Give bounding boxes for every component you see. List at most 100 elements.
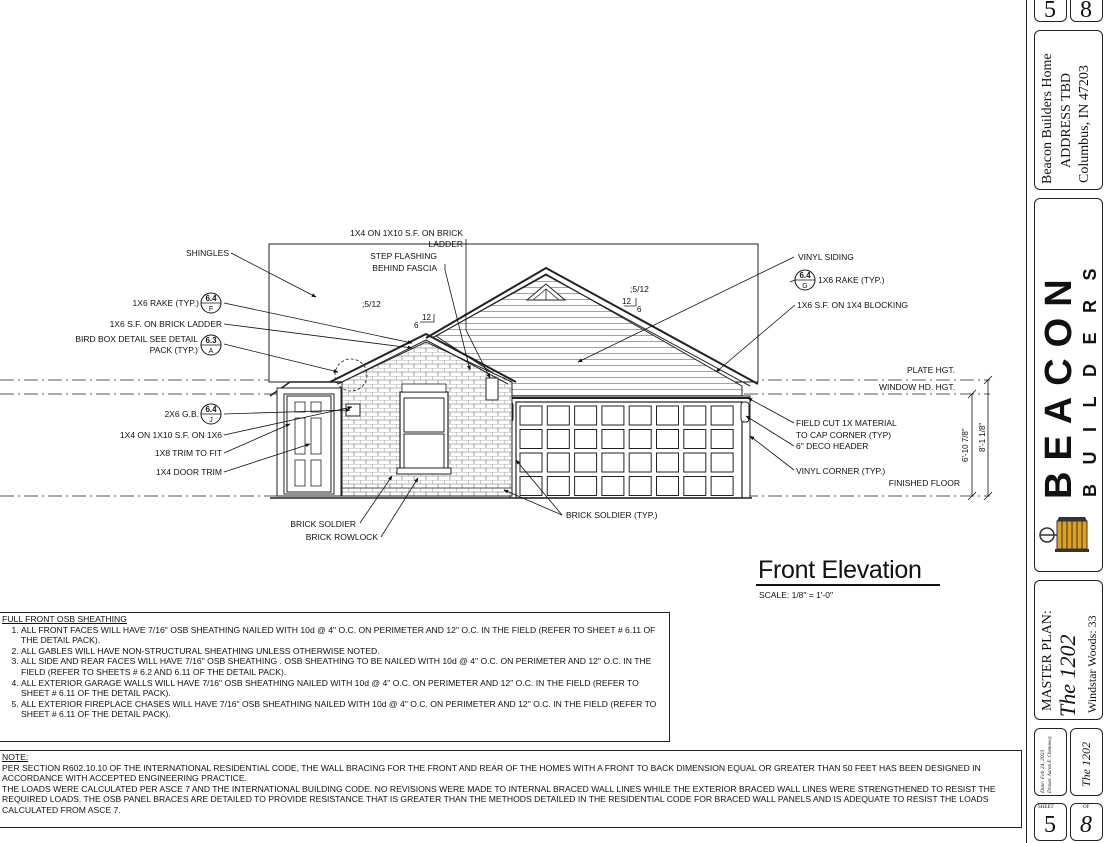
callout-vinyl-siding: VINYL SIDING bbox=[798, 252, 854, 262]
svg-text:F: F bbox=[209, 306, 213, 313]
garage-panel bbox=[710, 476, 734, 496]
garage-panel bbox=[546, 429, 570, 449]
pitch-label: ;5/12 bbox=[362, 299, 381, 309]
garage-panel bbox=[574, 476, 598, 496]
title-underline bbox=[756, 584, 940, 586]
pitch-run: 6 bbox=[637, 305, 642, 314]
garage-panel bbox=[574, 405, 598, 426]
callout-field-cut: TO CAP CORNER (TYP) bbox=[796, 430, 891, 440]
garage-panel bbox=[546, 452, 570, 473]
garage-panel bbox=[601, 476, 625, 496]
plan-short-name: The 1202 bbox=[1079, 742, 1093, 787]
plan-community: Windstar Woods: 33 bbox=[1085, 615, 1099, 713]
pitch-rise: 12 bbox=[622, 297, 631, 306]
drawing-date: Date: Feb 24, 2023 bbox=[1040, 749, 1046, 793]
callout-gable-beam: 2X6 G.B. bbox=[165, 409, 200, 419]
pitch-markers bbox=[420, 298, 637, 323]
callout-bird-box: PACK (TYP.) bbox=[150, 345, 199, 355]
wall-bracing-note: NOTE: PER SECTION R602.10.10 OF THE INTE… bbox=[0, 750, 1022, 828]
bracing-paragraph: PER SECTION R602.10.10 OF THE INTERNATIO… bbox=[2, 762, 981, 784]
garage-door-panels bbox=[519, 405, 734, 496]
logo-word: BEACON bbox=[1038, 268, 1080, 499]
callout-rake: 1X6 RAKE (TYP.) bbox=[818, 275, 885, 285]
garage-panel bbox=[683, 476, 707, 496]
garage-panel bbox=[656, 429, 679, 449]
osb-note-item: ALL EXTERIOR FIREPLACE CHASES WILL HAVE … bbox=[21, 699, 665, 720]
callout-labels: SHINGLES 1X6 RAKE (TYP.) 1X6 S.F. ON BRI… bbox=[75, 228, 960, 542]
sheet-total-box: 8 bbox=[1070, 0, 1103, 23]
garage-panel bbox=[656, 405, 679, 426]
svg-text:A: A bbox=[209, 348, 214, 355]
sheet-label: SHEET bbox=[1038, 805, 1054, 810]
project-address: ADDRESS TBD bbox=[1059, 72, 1074, 168]
detail-tag: 6.4 G bbox=[794, 269, 816, 291]
drawing-title: Front Elevation bbox=[758, 556, 922, 584]
garage-panel bbox=[656, 452, 679, 473]
callout-blocking: 1X6 S.F. ON 1X4 BLOCKING bbox=[797, 300, 908, 310]
garage-panel bbox=[683, 452, 707, 473]
garage-panel bbox=[683, 429, 707, 449]
callout-trim-fit: 1X8 TRIM TO FIT bbox=[155, 448, 222, 458]
level-lines bbox=[0, 379, 990, 497]
callout-brick-soldier: BRICK SOLDIER bbox=[290, 519, 356, 529]
callout-trim: 1X4 ON 1X10 S.F. ON 1X6 bbox=[120, 430, 222, 440]
project-city: Columbus, IN 47203 bbox=[1077, 65, 1092, 183]
brick-wing bbox=[329, 332, 517, 497]
sheet-number: 5 bbox=[1044, 0, 1056, 23]
callout-step-flashing: STEP FLASHING bbox=[370, 251, 437, 261]
callout-brick-ladder-top: LADDER bbox=[429, 239, 463, 249]
garage-panel bbox=[601, 405, 625, 426]
garage-panel bbox=[519, 405, 543, 426]
title-block-border bbox=[1026, 0, 1027, 843]
sheet-total-box: OF 8 bbox=[1070, 803, 1103, 841]
date-box: Date: Feb 24, 2023 Drawn: Aaron E. Cheno… bbox=[1034, 728, 1067, 796]
garage-panel bbox=[628, 405, 652, 426]
pitch-run: 6 bbox=[414, 321, 419, 330]
plan-label: MASTER PLAN: bbox=[1040, 610, 1055, 711]
osb-note-item: ALL EXTERIOR GARAGE WALLS WILL HAVE 7/16… bbox=[21, 678, 665, 699]
plan-short-box: The 1202 bbox=[1070, 728, 1103, 796]
dimension-plate-height: 8'-1 1/8" bbox=[978, 423, 987, 452]
lighthouse-icon bbox=[1039, 517, 1089, 552]
osb-sheathing-notes: FULL FRONT OSB SHEATHING ALL FRONT FACES… bbox=[0, 612, 670, 742]
garage-panel bbox=[628, 476, 652, 496]
callout-brick-rowlock: BRICK ROWLOCK bbox=[306, 532, 379, 542]
plan-name: The 1202 bbox=[1055, 634, 1080, 718]
project-info-box: Beacon Builders Home ADDRESS TBD Columbu… bbox=[1034, 30, 1103, 190]
detail-tag: 6.3 A bbox=[200, 334, 222, 356]
garage-panel bbox=[546, 476, 570, 496]
logo-sub: BUILDERS bbox=[1080, 249, 1100, 497]
osb-notes-header: FULL FRONT OSB SHEATHING bbox=[2, 614, 127, 624]
garage-panel bbox=[628, 429, 652, 449]
logo-box: BEACON BUILDERS bbox=[1034, 198, 1103, 572]
garage-panel bbox=[710, 429, 734, 449]
sheet-number: 5 bbox=[1044, 812, 1056, 838]
garage-panel bbox=[710, 405, 734, 426]
callout-deco-header: 6" DECO HEADER bbox=[796, 441, 868, 451]
detail-tag: 6.4 F bbox=[200, 292, 222, 314]
drawing-scale: SCALE: 1/8" = 1'-0" bbox=[759, 590, 834, 600]
bracing-paragraph: THE LOADS WERE CALCULATED PER ASCE 7 AND… bbox=[2, 783, 996, 815]
callout-brick-ladder: 1X6 S.F. ON BRICK LADDER bbox=[110, 319, 222, 329]
garage-panel bbox=[519, 476, 543, 496]
svg-text:6.4: 6.4 bbox=[205, 405, 217, 414]
drawn-by: Drawn: Aaron E. Chenoway bbox=[1048, 736, 1053, 793]
callout-brick-ladder-top: 1X4 ON 1X10 S.F. ON BRICK bbox=[350, 228, 463, 238]
pitch-rise: 12 bbox=[422, 313, 431, 322]
sheet-number-box: SHEET 5 bbox=[1034, 803, 1067, 841]
entry-porch bbox=[269, 381, 342, 497]
garage-panel bbox=[656, 476, 679, 496]
svg-text:6.3: 6.3 bbox=[205, 336, 217, 345]
height-dimensions bbox=[967, 375, 993, 501]
svg-text:G: G bbox=[802, 283, 807, 290]
callout-vinyl-corner: VINYL CORNER (TYP.) bbox=[796, 466, 885, 476]
garage-panel bbox=[710, 452, 734, 473]
osb-note-item: ALL SIDE AND REAR FACES WILL HAVE 7/16" … bbox=[21, 656, 665, 677]
garage-panel bbox=[601, 429, 625, 449]
dimension-window-height: 6'-10 7/8" bbox=[961, 428, 970, 462]
of-label: OF bbox=[1083, 805, 1090, 810]
plan-info-box: MASTER PLAN: The 1202 Windstar Woods: 33 bbox=[1034, 580, 1103, 720]
svg-text:J: J bbox=[209, 417, 213, 424]
sheet-number-box: 5 bbox=[1034, 0, 1067, 23]
osb-note-item: ALL GABLES WILL HAVE NON-STRUCTURAL SHEA… bbox=[21, 646, 665, 657]
